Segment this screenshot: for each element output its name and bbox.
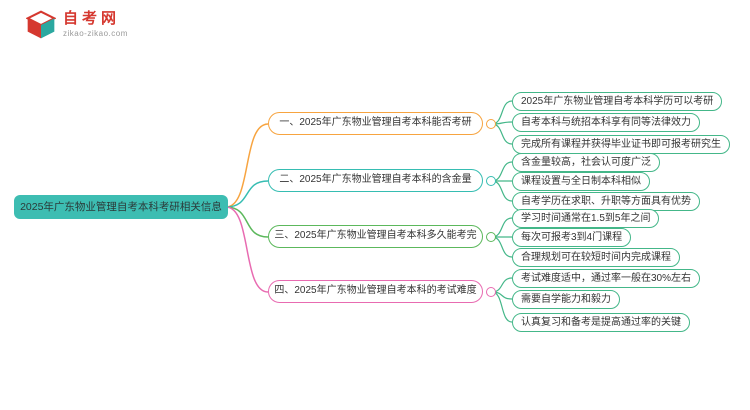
- branch-connector-dot: [486, 118, 496, 129]
- branch-connector-dot: [486, 286, 496, 297]
- branch-node-2: 二、2025年广东物业管理自考本科的含金量: [268, 169, 496, 192]
- branch-node-4: 四、2025年广东物业管理自考本科的考试难度: [268, 280, 496, 303]
- leaf-node: 合理规划可在较短时间内完成课程: [512, 248, 680, 267]
- leaf-node: 需要自学能力和毅力: [512, 290, 620, 309]
- leaf-node: 2025年广东物业管理自考本科学历可以考研: [512, 92, 723, 111]
- branch-label-4: 四、2025年广东物业管理自考本科的考试难度: [268, 280, 483, 303]
- branch-connector-dot: [486, 175, 496, 186]
- branch-label-1: 一、2025年广东物业管理自考本科能否考研: [268, 112, 483, 135]
- branch-label-3: 三、2025年广东物业管理自考本科多久能考完: [268, 225, 483, 248]
- leaf-node: 含金量较高，社会认可度广泛: [512, 153, 660, 172]
- branch-connector-dot: [486, 231, 496, 242]
- leaf-node: 考试难度适中，通过率一般在30%左右: [512, 269, 701, 288]
- central-topic-node: 2025年广东物业管理自考本科考研相关信息: [14, 195, 228, 219]
- leaf-node: 自考本科与统招本科享有同等法律效力: [512, 113, 700, 132]
- leaf-node: 每次可报考3到4门课程: [512, 228, 632, 247]
- site-logo: 自考网 zikao-zikao.com: [25, 9, 128, 40]
- logo-site-name: 自考网: [63, 9, 121, 27]
- logo-site-domain: zikao-zikao.com: [63, 29, 128, 39]
- leaf-node: 完成所有课程并获得毕业证书即可报考研究生: [512, 135, 730, 154]
- logo-cube-icon: [25, 10, 57, 40]
- leaf-node: 学习时间通常在1.5到5年之间: [512, 209, 660, 228]
- leaf-node: 课程设置与全日制本科相似: [512, 172, 650, 191]
- branch-label-2: 二、2025年广东物业管理自考本科的含金量: [268, 169, 483, 192]
- branch-node-3: 三、2025年广东物业管理自考本科多久能考完: [268, 225, 496, 248]
- branch-node-1: 一、2025年广东物业管理自考本科能否考研: [268, 112, 496, 135]
- leaf-node: 认真复习和备考是提高通过率的关键: [512, 313, 690, 332]
